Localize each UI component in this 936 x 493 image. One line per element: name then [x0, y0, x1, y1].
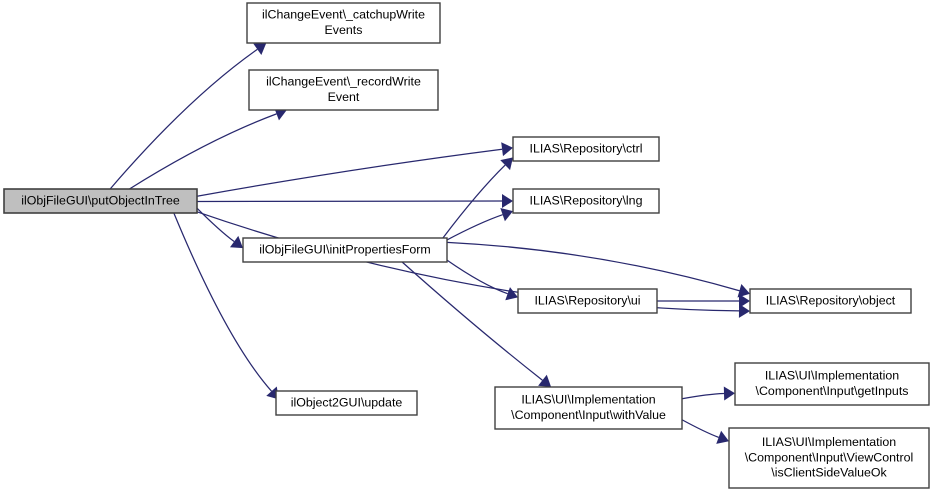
node-label-root: ilObjFileGUI\putObjectInTree: [21, 193, 180, 207]
node-label-isclientside: ILIAS\UI\Implementation: [762, 435, 896, 449]
graph-node-withvalue[interactable]: ILIAS\UI\Implementation\Component\Input\…: [494, 386, 683, 430]
arrowhead-initform-to-object: [737, 284, 750, 298]
node-layer: ilObjFileGUI\putObjectInTree ilChangeEven…: [3, 2, 930, 489]
node-label-getinputs: \Component\Input\getInputs: [756, 384, 909, 398]
call-edge-withvalue-to-isclientside: [681, 419, 719, 438]
node-box-withvalue: [494, 386, 683, 430]
graph-node-root[interactable]: ilObjFileGUI\putObjectInTree: [3, 188, 198, 214]
call-edge-initform-to-lng: [446, 214, 503, 241]
graph-node-isclientside[interactable]: ILIAS\UI\Implementation\Component\Input\…: [728, 427, 930, 489]
node-label-catchup: ilChangeEvent\_catchupWrite: [262, 8, 425, 22]
call-edge-root-to-ctrl: [196, 148, 503, 197]
graph-node-ctrl[interactable]: ILIAS\Repository\ctrl: [512, 136, 660, 162]
node-box-record: [248, 69, 439, 111]
call-edge-root-to-initform: [196, 207, 235, 243]
node-label-update: ilObject2GUI\update: [291, 395, 403, 409]
call-edge-root-to-update: [173, 212, 272, 392]
call-edge-root-to-object: [196, 211, 740, 312]
node-box-catchup: [246, 2, 441, 44]
call-edge-initform-to-object: [446, 241, 740, 292]
node-box-isclientside: [728, 427, 930, 489]
arrowhead-root-to-object: [738, 303, 750, 318]
node-box-root: [3, 188, 198, 214]
node-box-lng: [512, 188, 660, 214]
arrowhead-initform-to-ui: [505, 287, 518, 301]
arrowhead-withvalue-to-getinputs: [723, 386, 735, 401]
arrowhead-ui-to-object: [739, 294, 750, 308]
call-edge-initform-to-withvalue: [401, 261, 543, 381]
node-label-initform: ilObjFileGUI\initPropertiesForm: [259, 242, 430, 256]
call-edge-root-to-catchup: [109, 48, 258, 190]
graph-node-update[interactable]: ilObject2GUI\update: [275, 390, 418, 416]
edge-layer: [109, 43, 750, 444]
node-box-initform: [242, 237, 448, 263]
node-label-withvalue: \Component\Input\withValue: [511, 408, 666, 422]
node-box-getinputs: [734, 362, 930, 406]
node-label-ctrl: ILIAS\Repository\ctrl: [530, 141, 643, 155]
node-label-isclientside: \Component\Input\ViewControl: [745, 450, 914, 464]
node-label-lng: ILIAS\Repository\lng: [530, 193, 643, 207]
arrowhead-initform-to-ctrl: [500, 157, 513, 171]
arrowhead-root-to-lng: [501, 194, 513, 209]
node-label-record: ilChangeEvent\_recordWrite: [266, 75, 421, 89]
graph-node-lng[interactable]: ILIAS\Repository\lng: [512, 188, 660, 214]
call-edge-root-to-record: [129, 113, 277, 190]
node-box-ui: [517, 288, 658, 314]
graph-node-ui[interactable]: ILIAS\Repository\ui: [517, 288, 658, 314]
node-label-object: ILIAS\Repository\object: [766, 293, 896, 307]
node-label-catchup: Events: [325, 23, 363, 37]
node-box-ctrl: [512, 136, 660, 162]
arrowhead-root-to-catchup: [253, 43, 267, 56]
arrowhead-initform-to-withvalue: [538, 374, 552, 387]
arrowhead-root-to-initform: [229, 235, 243, 249]
node-box-object: [749, 288, 912, 314]
call-edge-initform-to-ui: [446, 259, 508, 295]
arrowhead-initform-to-lng: [500, 208, 513, 222]
graph-node-getinputs[interactable]: ILIAS\UI\Implementation\Component\Input\…: [734, 362, 930, 406]
arrowhead-root-to-ctrl: [501, 142, 513, 157]
node-label-record: Event: [328, 90, 360, 104]
node-label-ui: ILIAS\Repository\ui: [534, 293, 640, 307]
graph-node-initform[interactable]: ilObjFileGUI\initPropertiesForm: [242, 237, 448, 263]
arrowhead-withvalue-to-isclientside: [716, 430, 729, 444]
node-label-withvalue: ILIAS\UI\Implementation: [521, 393, 655, 407]
graph-node-object[interactable]: ILIAS\Repository\object: [749, 288, 912, 314]
call-edge-withvalue-to-getinputs: [681, 392, 725, 400]
node-label-isclientside: \isClientSideValueOk: [771, 465, 887, 479]
node-box-update: [275, 390, 418, 416]
node-label-getinputs: ILIAS\UI\Implementation: [765, 369, 899, 383]
call-edge-initform-to-ctrl: [442, 164, 506, 239]
